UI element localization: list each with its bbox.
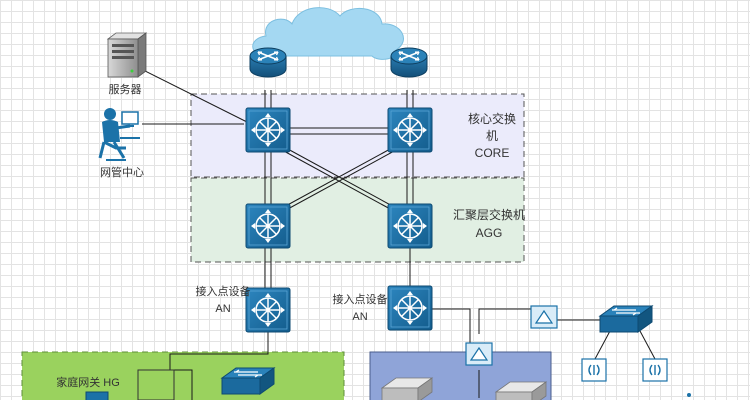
router-icon-right bbox=[390, 47, 428, 78]
access-left-label-line2: AN bbox=[215, 303, 231, 315]
core-label-line2: 机 bbox=[485, 129, 498, 143]
links bbox=[126, 61, 656, 400]
agg-label-line2: AGG bbox=[475, 226, 503, 240]
server-tower-icon bbox=[106, 32, 148, 78]
home-gateway-device-icon bbox=[137, 369, 175, 400]
storage-server-icon bbox=[380, 377, 434, 400]
agg-switch-left bbox=[245, 203, 291, 249]
access-mid-label-line2: AN bbox=[352, 311, 368, 323]
core-switch-left bbox=[245, 107, 291, 153]
storage-server-icon bbox=[494, 381, 548, 400]
bridge-icon bbox=[581, 358, 607, 382]
hg-zone-label: 家庭网关 HG bbox=[56, 377, 120, 389]
workgroup-switch-icon bbox=[220, 367, 276, 395]
core-label-line3: CORE bbox=[474, 146, 510, 160]
wireless-access-point-icon bbox=[530, 305, 558, 329]
connector-dot bbox=[687, 393, 691, 397]
bridge-icon bbox=[642, 358, 668, 382]
core-label-line1: 核心交换 bbox=[467, 112, 516, 126]
router-icon-left bbox=[249, 47, 287, 78]
access-left-label-line1: 接入点设备 bbox=[195, 286, 251, 298]
workgroup-switch-icon bbox=[598, 305, 654, 333]
agg-switch-right bbox=[387, 203, 433, 249]
nms-label: 网管中心 bbox=[100, 167, 144, 179]
home-gateway-device-icon bbox=[85, 391, 109, 400]
access-mid-label-line1: 接入点设备 bbox=[332, 294, 388, 306]
wireless-access-point-icon bbox=[465, 342, 493, 366]
server-label: 服务器 bbox=[108, 84, 142, 96]
agg-label-line1: 汇聚层交换机 bbox=[452, 208, 525, 222]
operator-workstation-icon bbox=[98, 108, 140, 161]
hg-zone bbox=[21, 351, 345, 400]
core-switch-right bbox=[387, 107, 433, 153]
